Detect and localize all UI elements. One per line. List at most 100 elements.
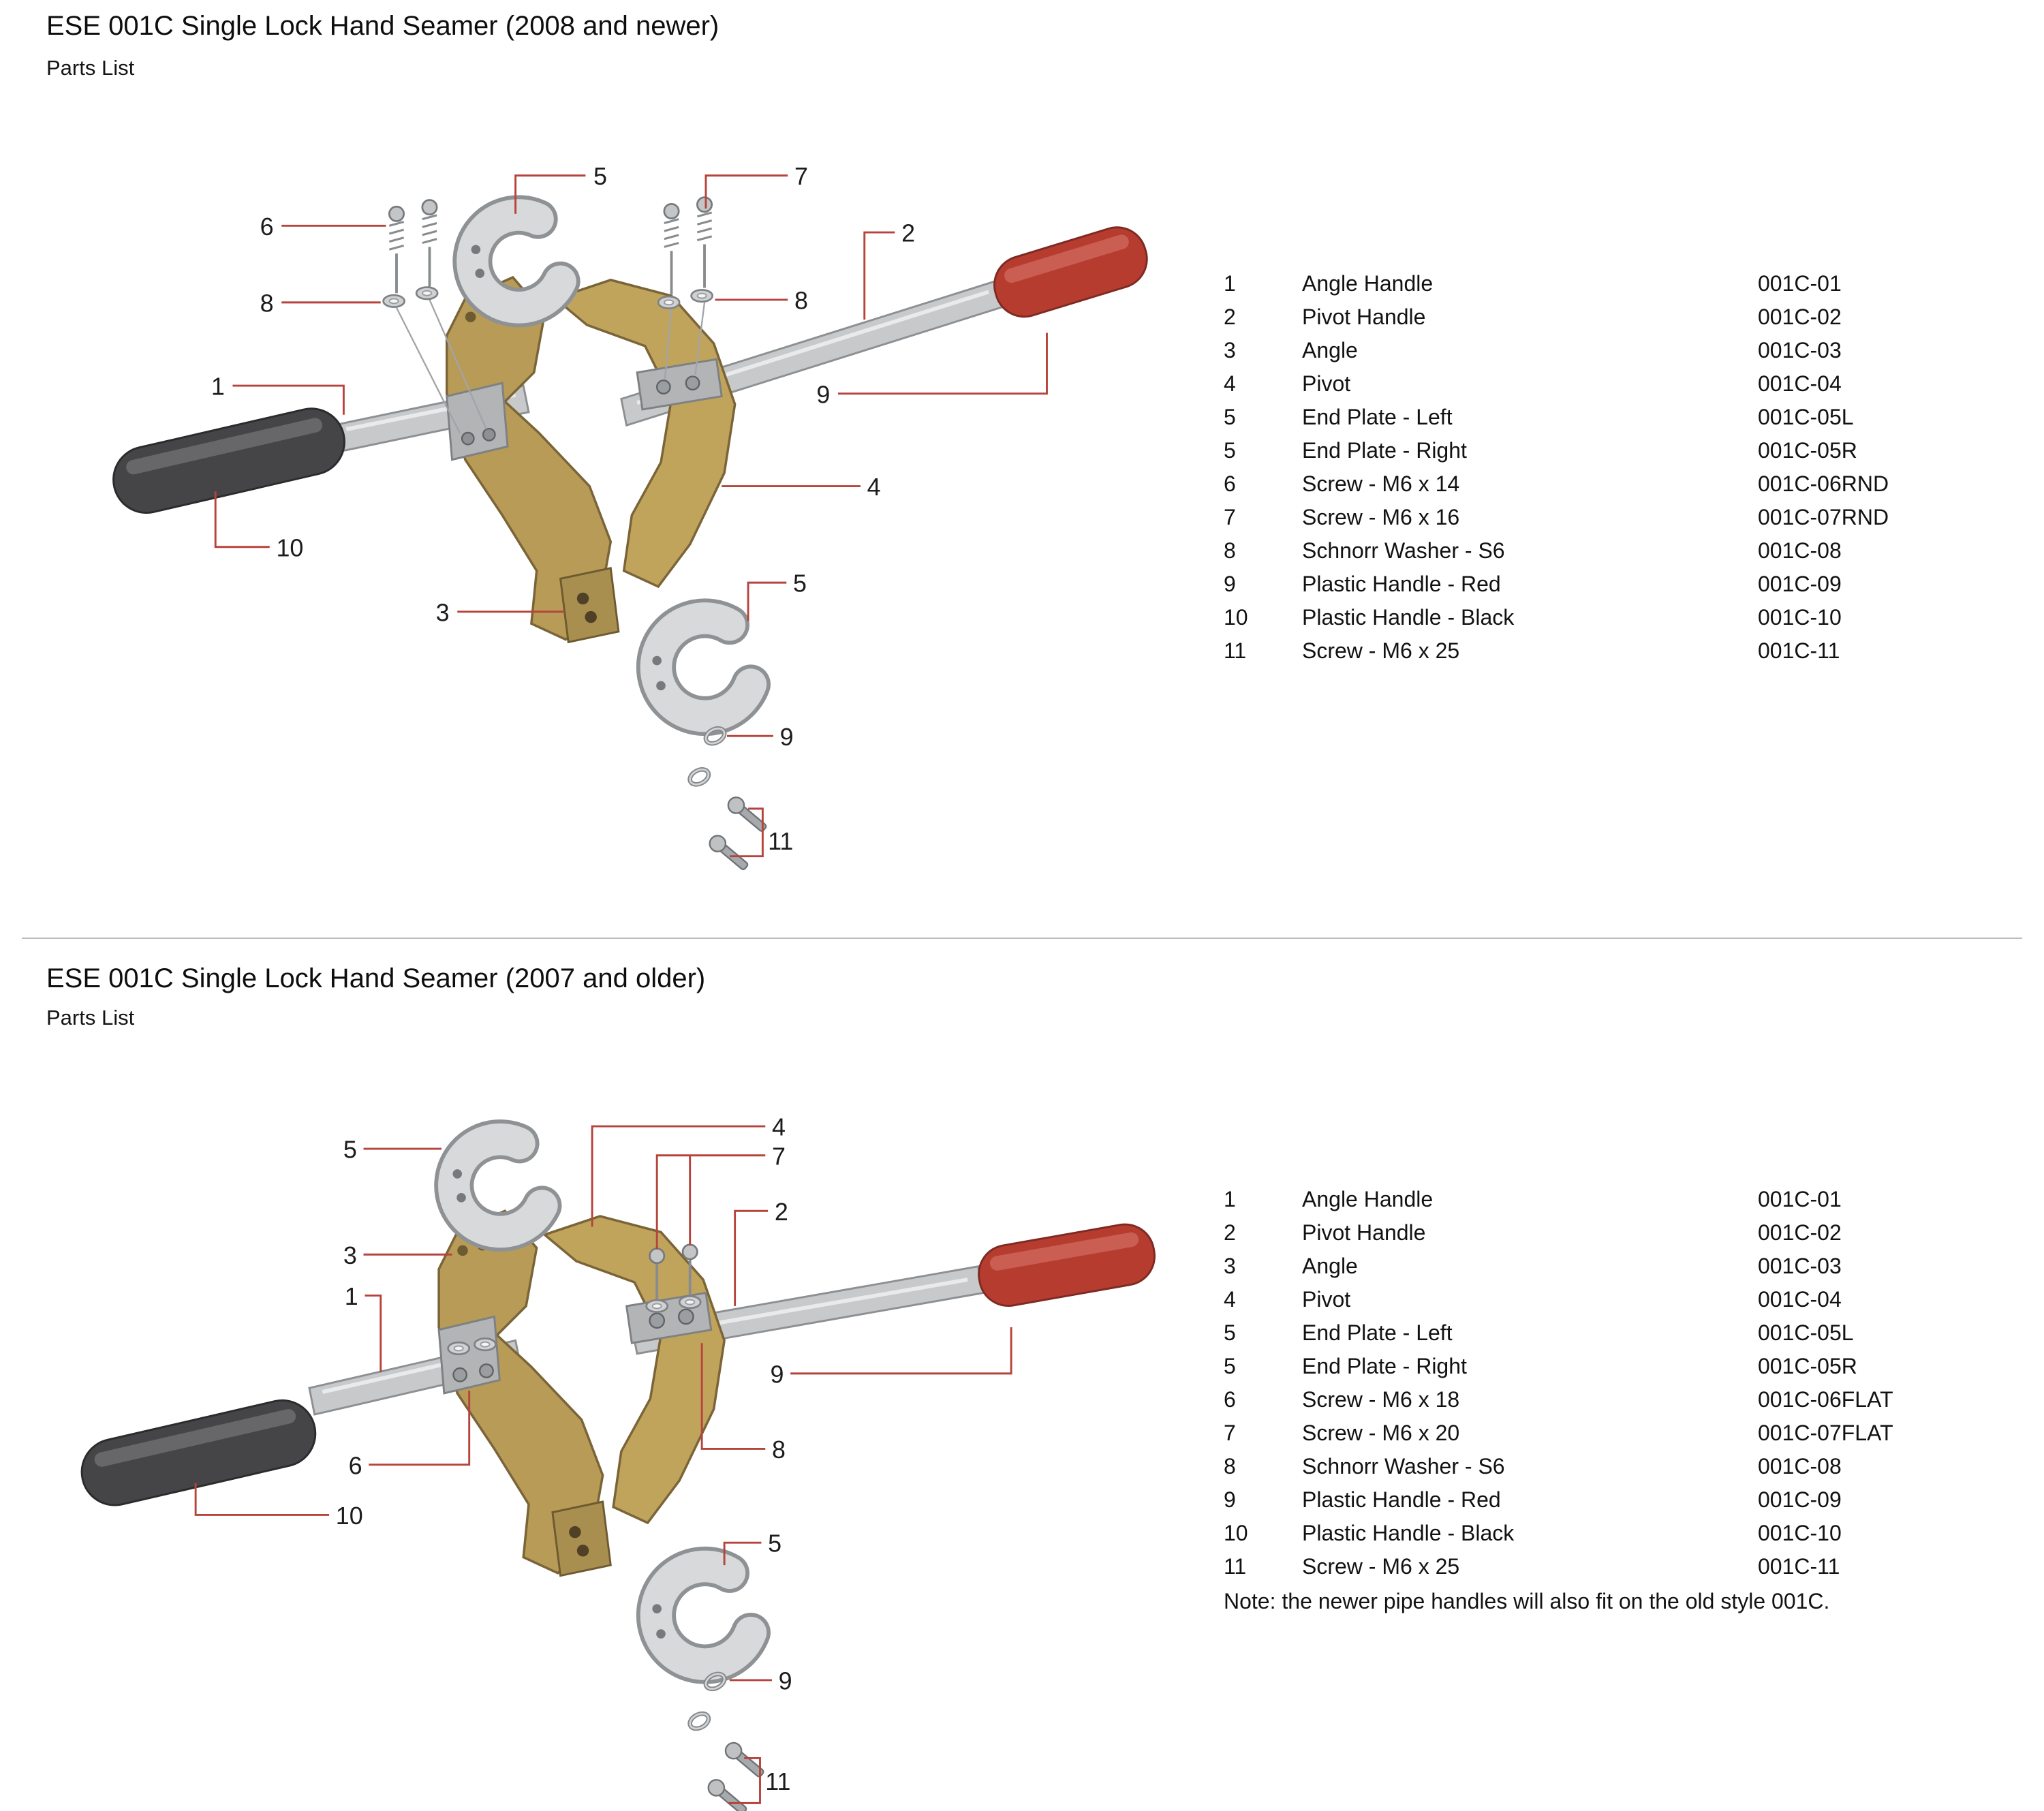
end-plate-right	[636, 1546, 771, 1684]
part-num: 7	[1224, 505, 1236, 529]
part-num: 10	[1224, 1521, 1248, 1545]
part-num: 5	[1224, 1320, 1236, 1345]
part-num: 9	[1224, 572, 1236, 596]
part-num: 5	[1224, 438, 1236, 463]
parts-row: 5 End Plate - Left 001C-05L	[1224, 1316, 2007, 1350]
part-code: 001C-08	[1758, 538, 1842, 563]
part-name: Angle	[1302, 1254, 1358, 1278]
part-name: Screw - M6 x 16	[1302, 505, 1460, 529]
part-code: 001C-05L	[1758, 1320, 1854, 1345]
part-num: 2	[1224, 1220, 1236, 1245]
part-num: 5	[1224, 405, 1236, 429]
part-code: 001C-10	[1758, 1521, 1842, 1545]
angle-handle-mount	[437, 1315, 501, 1395]
part-num: 8	[1224, 538, 1236, 563]
end-plate-left	[434, 1119, 562, 1252]
part-code: 001C-10	[1758, 605, 1842, 630]
part-name: End Plate - Right	[1302, 438, 1467, 463]
part-code: 001C-07FLAT	[1758, 1421, 1893, 1445]
screw-m6x25-icon	[724, 1742, 764, 1778]
callout-label: 9	[770, 1361, 784, 1388]
part-code: 001C-05R	[1758, 1354, 1857, 1378]
part-num: 2	[1224, 305, 1236, 329]
exploded-diagram-2008: 5 7 6 2 8 8 1 9 4 10 3 5 9 11	[112, 163, 1148, 871]
callout-labels: 5 4 7 2 3 1 9 6 8 10 5 9 11	[336, 1114, 792, 1795]
callout-label: 2	[901, 220, 915, 247]
schnorr-washer-icon	[415, 286, 439, 300]
part-num: 5	[1224, 1354, 1236, 1378]
part-code: 001C-08	[1758, 1454, 1842, 1479]
part-name: Pivot Handle	[1302, 305, 1426, 329]
exploded-diagram-2007: 5 4 7 2 3 1 9 6 8 10 5 9 11	[80, 1114, 1156, 1811]
plastic-handle-black	[80, 1399, 317, 1506]
callout-label: 10	[276, 534, 303, 561]
washer-ring-icon	[703, 726, 727, 746]
section-title-2008: ESE 001C Single Lock Hand Seamer (2008 a…	[46, 11, 719, 41]
callout-label: 3	[343, 1242, 357, 1269]
callout-label: 9	[780, 724, 794, 751]
callout-label: 6	[260, 213, 274, 241]
plastic-handle-red	[978, 1223, 1156, 1307]
screw-m6x25-icon	[707, 1779, 747, 1811]
part-code: 001C-01	[1758, 1187, 1842, 1211]
screw-m6x14-icon	[421, 199, 487, 430]
screw-m6x16-icon	[694, 196, 713, 375]
part-num: 11	[1224, 1554, 1247, 1579]
callout-label: 11	[765, 1768, 790, 1795]
part-num: 1	[1224, 1187, 1236, 1211]
part-num: 6	[1224, 1387, 1236, 1412]
callout-label: 5	[793, 570, 807, 598]
pivot-body	[542, 1215, 726, 1525]
schnorr-washer-icon	[474, 1337, 497, 1352]
part-name: End Plate - Left	[1302, 405, 1453, 429]
part-name: End Plate - Left	[1302, 1320, 1453, 1345]
part-num: 3	[1224, 338, 1236, 362]
part-name: Angle Handle	[1302, 1187, 1434, 1211]
part-code: 001C-09	[1758, 1487, 1842, 1512]
plastic-handle-red	[993, 226, 1148, 318]
parts-row: 1 Angle Handle 001C-01	[1224, 1183, 2007, 1216]
parts-row: 11 Screw - M6 x 25 001C-11	[1224, 634, 2007, 668]
callout-label: 1	[345, 1283, 358, 1310]
part-name: Screw - M6 x 18	[1302, 1387, 1460, 1412]
part-name: Plastic Handle - Black	[1302, 605, 1515, 630]
part-code: 001C-04	[1758, 371, 1842, 396]
part-name: End Plate - Right	[1302, 1354, 1467, 1378]
part-num: 11	[1224, 638, 1247, 663]
part-name: Plastic Handle - Black	[1302, 1521, 1515, 1545]
part-code: 001C-02	[1758, 1220, 1842, 1245]
schnorr-washer-icon	[382, 294, 405, 309]
callout-label: 8	[772, 1436, 786, 1464]
section-divider	[22, 938, 2022, 939]
callout-label: 7	[794, 163, 808, 190]
part-name: Screw - M6 x 25	[1302, 638, 1460, 663]
callout-label: 9	[779, 1668, 792, 1695]
part-num: 6	[1224, 471, 1236, 496]
schnorr-washer-icon	[657, 295, 681, 309]
part-code: 001C-11	[1758, 638, 1840, 663]
callout-label: 2	[775, 1198, 788, 1226]
part-name: Angle Handle	[1302, 271, 1434, 296]
part-code: 001C-01	[1758, 271, 1842, 296]
screw-m6x25-icon	[727, 796, 767, 832]
callout-label: 10	[336, 1502, 363, 1530]
angle-bottom-flange	[551, 1500, 612, 1577]
section-subtitle-2008: Parts List	[46, 56, 135, 80]
part-num: 7	[1224, 1421, 1236, 1445]
callout-label: 8	[794, 288, 808, 315]
part-name: Angle	[1302, 338, 1358, 362]
part-num: 4	[1224, 371, 1236, 396]
